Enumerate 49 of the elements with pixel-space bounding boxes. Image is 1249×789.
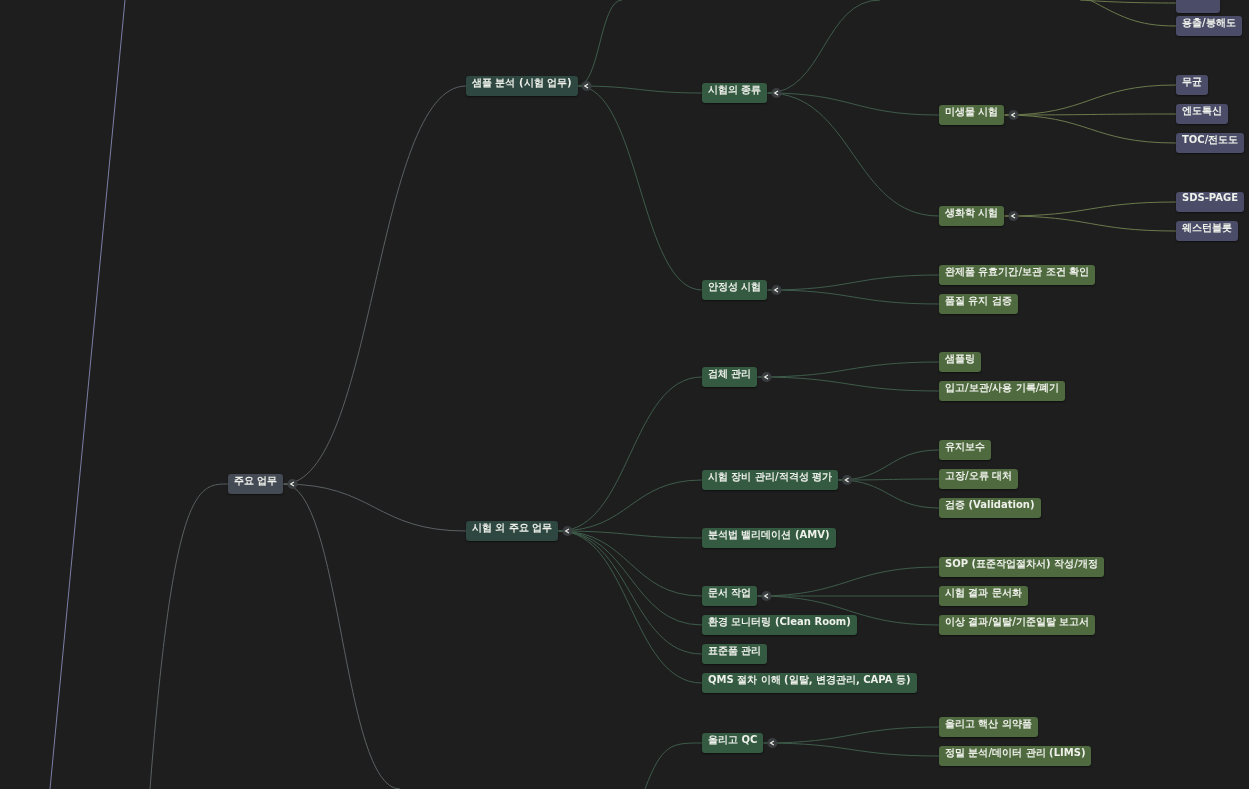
topic-box: 표준품 관리 [702,644,768,664]
topic-box: 시험 결과 문서화 [939,586,1028,606]
topic-box: 엔도톡신 [1176,104,1228,124]
branch-line [283,483,401,789]
branch-line [757,595,940,626]
branch-line [1004,215,1177,232]
topic-box: 시험 외 주요 업무 [466,521,559,541]
branch-line [577,85,703,94]
branch-line [757,376,940,392]
topic-box: 올리고 핵산 의약품 [939,717,1038,737]
topic-box: 웨스턴블롯 [1176,221,1238,241]
topic-box: 샘플링 [939,352,981,372]
topic-box: 무균 [1176,75,1208,95]
topic-box: 미생물 시험 [939,105,1005,125]
branch-line [283,483,467,532]
topic-box: 정밀 분석/데이터 관리 (LIMS) [939,746,1092,766]
branch-line [1004,114,1177,144]
topic-box: SDS-PAGE [1176,192,1245,212]
topic-box: 주요 업무 [228,474,284,494]
branch-line [762,742,940,757]
branch-line [767,289,940,305]
branch-line [644,742,703,789]
topic-box: SOP (표준작업절차서) 작성/개정 [939,557,1104,577]
topic-box: 용출/붕해도 [1176,16,1242,36]
topic-box: 검체 관리 [702,367,758,387]
topic-box: 안정성 시험 [702,280,768,300]
topic-box: 분석법 밸리데이션 (AMV) [702,528,836,548]
topic-box: 시험의 종류 [702,83,768,103]
topic-box: 생화학 시험 [939,206,1005,226]
topic-box: 검증 (Validation) [939,498,1041,518]
branch-line [1089,0,1177,27]
topic-box: TOC/전도도 [1176,133,1245,153]
topic-box: 시험 장비 관리/적격성 평가 [702,470,839,490]
topic-box: 고장/오류 대처 [939,469,1019,489]
branch-line [1079,0,1177,4]
topic-box: 품질 유지 검증 [939,294,1018,314]
branch-line [149,483,229,789]
topic-box: 유지보수 [939,440,991,460]
topic-box: 환경 모니터링 (Clean Room) [702,615,857,635]
branch-line [577,85,703,291]
topic-box: 입고/보관/사용 기록/폐기 [939,381,1066,401]
branch-line [837,479,940,509]
topic-box: 올리고 QC [702,733,764,753]
branch-line [767,92,940,217]
topic-box: 이상 결과/일탈/기준일탈 보고서 [939,615,1096,635]
topic-box: 완제품 유효기간/보관 조건 확인 [939,265,1096,285]
topic-box: QMS 절차 이해 (일탈, 변경관리, CAPA 등) [702,673,917,693]
topic-box: 문서 작업 [702,586,758,606]
topic-box: 샘플 분석 (시험 업무) [466,76,578,96]
